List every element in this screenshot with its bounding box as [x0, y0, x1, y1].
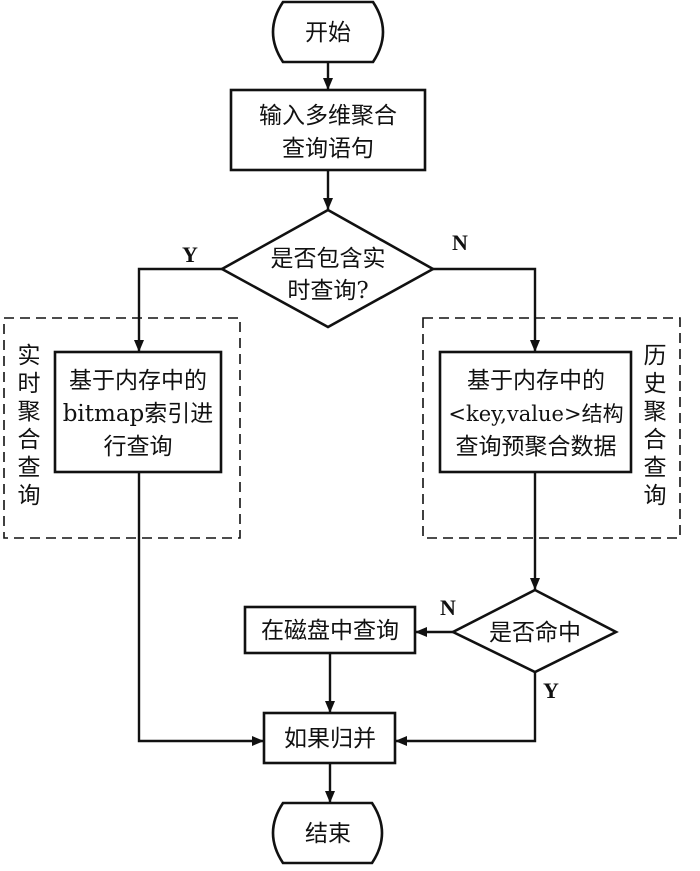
history-query-line3: 查询预聚合数据 — [456, 434, 617, 460]
history-group-char: 史 — [644, 371, 667, 397]
realtime-group-char: 合 — [18, 427, 41, 453]
realtime-group-char: 查 — [18, 455, 41, 481]
edge-decision-realtime — [134, 267, 222, 352]
decision-realtime-node: 是否包含实 时查询? — [219, 208, 436, 329]
edge-label-realtime-no: N — [452, 230, 468, 255]
disk-query-node: 在磁盘中查询 — [243, 605, 417, 655]
history-group-label: 历 史 聚 合 查 询 — [644, 343, 667, 509]
start-label: 开始 — [305, 20, 351, 46]
realtime-group-char: 时 — [18, 371, 41, 397]
realtime-group-label: 实 时 聚 合 查 询 — [18, 343, 41, 509]
input-label-line2: 查询语句 — [282, 136, 374, 162]
realtime-query-line3: 行查询 — [104, 434, 173, 460]
decision-hit-label: 是否命中 — [489, 620, 581, 646]
disk-query-label: 在磁盘中查询 — [261, 618, 399, 644]
realtime-group-box — [3, 317, 241, 539]
realtime-query-line1: 基于内存中的 — [69, 368, 207, 394]
merge-node: 如果归并 — [262, 711, 397, 765]
history-group-char: 合 — [644, 427, 667, 453]
edge-decision-history — [433, 267, 540, 352]
edge-label-hit-no: N — [440, 595, 456, 620]
history-query-line2: <key,value>结构 — [448, 402, 623, 426]
edge-label-realtime-yes: Y — [182, 242, 198, 267]
input-node: 输入多维聚合 查询语句 — [229, 88, 427, 172]
history-group-char: 查 — [644, 455, 667, 481]
edge-label-hit-yes: Y — [543, 678, 559, 703]
start-node: 开始 — [271, 0, 385, 64]
edge-realtime-merge — [137, 472, 264, 746]
edge-hit-merge — [395, 672, 537, 746]
end-label: 结束 — [305, 821, 351, 847]
history-query-line1: 基于内存中的 — [467, 368, 605, 394]
realtime-group-char: 询 — [18, 483, 41, 509]
history-group-box — [422, 317, 681, 539]
realtime-query-node: 基于内存中的 bitmap索引进 行查询 — [53, 350, 223, 474]
input-label-line1: 输入多维聚合 — [259, 103, 397, 129]
decision-realtime-line2: 时查询? — [287, 278, 368, 304]
realtime-group-char: 聚 — [18, 399, 41, 425]
decision-hit-node: 是否命中 — [450, 588, 619, 674]
history-group-char: 询 — [644, 483, 667, 509]
realtime-group-char: 实 — [18, 343, 41, 369]
decision-realtime-line1: 是否包含实 — [271, 246, 386, 272]
history-group-char: 历 — [644, 343, 667, 369]
merge-label: 如果归并 — [284, 726, 376, 752]
history-group-char: 聚 — [644, 399, 667, 425]
history-query-node: 基于内存中的 <key,value>结构 查询预聚合数据 — [438, 350, 633, 474]
realtime-query-line2: bitmap索引进 — [63, 401, 214, 427]
end-node: 结束 — [271, 801, 384, 865]
